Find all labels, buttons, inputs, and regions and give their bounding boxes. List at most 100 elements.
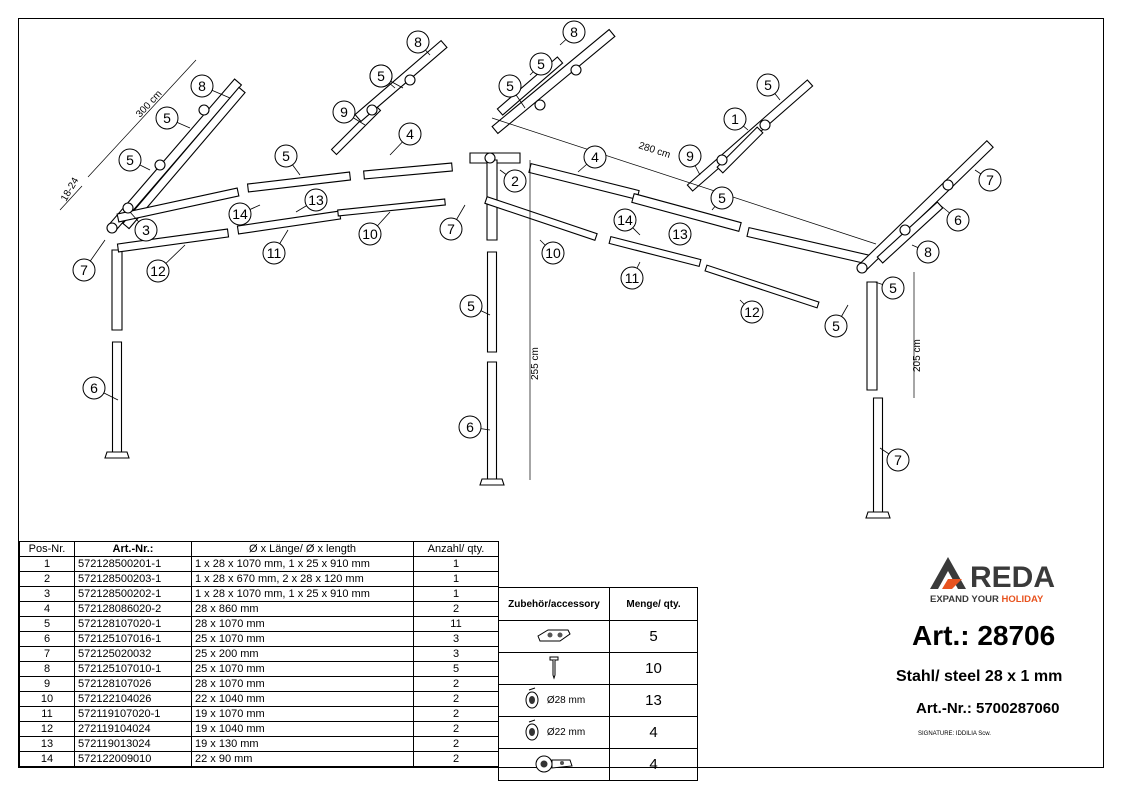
pole-tube (746, 226, 872, 266)
accessory-qty: 5 (609, 620, 698, 653)
callout-number: 6 (466, 419, 474, 435)
callout-number: 6 (90, 380, 98, 396)
accessory-cell: Ø28 mm (498, 684, 610, 717)
callout-number: 10 (362, 226, 378, 242)
accessory-cell (498, 748, 610, 781)
cell-pos: 13 (19, 736, 75, 752)
callout-number: 5 (467, 298, 475, 314)
cell-qty: 1 (413, 556, 499, 572)
callout-14: 14 (613, 208, 641, 236)
callout-number: 4 (406, 126, 414, 142)
callout-5: 6 (939, 204, 970, 232)
cell-article-no: 572128500203-1 (74, 571, 192, 587)
dimension-line (87, 59, 197, 178)
callout-number: 8 (414, 34, 422, 50)
pole-joint (759, 119, 771, 131)
callout-11: 11 (262, 229, 289, 265)
double-clamp-icon (532, 751, 576, 778)
pole-tube (716, 126, 764, 174)
pole-joint (404, 74, 416, 86)
callout-5: 5 (369, 64, 396, 89)
callout-number: 11 (267, 245, 282, 261)
screw-icon (544, 654, 564, 683)
cell-article-no: 572128500201-1 (74, 556, 192, 572)
callout-5: 5 (155, 106, 191, 130)
header-pos: Pos-Nr. (19, 541, 75, 557)
cell-pos: 1 (19, 556, 75, 572)
accessory-row: 5 (498, 620, 698, 653)
pole-clip-icon (523, 686, 541, 715)
callout-number: 2 (511, 173, 519, 189)
cell-article-no: 572125107010-1 (74, 661, 192, 677)
header-accessory: Zubehör/accessory (498, 587, 610, 621)
accessory-row: 4 (498, 748, 698, 781)
material-spec: Stahl/ steel 28 x 1 mm (896, 668, 1063, 685)
article-title: Art.: 28706 (912, 620, 1056, 651)
cell-pos: 8 (19, 661, 75, 677)
accessory-table-header: Zubehör/accessory Menge/ qty. (498, 587, 698, 621)
cell-article-no: 572119013024 (74, 736, 192, 752)
callout-number: 8 (570, 24, 578, 40)
cell-dimensions: 1 x 28 x 1070 mm, 1 x 25 x 910 mm (191, 586, 414, 602)
cell-qty: 1 (413, 571, 499, 587)
callout-number: 8 (924, 244, 932, 260)
cell-qty: 2 (413, 691, 499, 707)
dimension-label: 255 cm (530, 347, 541, 380)
callout-7: 7 (439, 204, 466, 241)
pole-tube (111, 249, 123, 331)
callout-number: 14 (617, 212, 633, 228)
callout-7: 7 (72, 239, 106, 282)
cell-pos: 11 (19, 706, 75, 722)
callout-6: 6 (458, 415, 491, 439)
callout-8: 8 (406, 30, 431, 56)
cell-dimensions: 28 x 1070 mm (191, 676, 414, 692)
callout-number: 5 (718, 190, 726, 206)
callout-6: 6 (82, 376, 119, 401)
cell-pos: 3 (19, 586, 75, 602)
callout-5: 8 (911, 240, 940, 264)
accessory-row: 10 (498, 652, 698, 685)
callout-6: 7 (879, 447, 910, 472)
callout-5: 5 (498, 74, 526, 109)
pole-joint (899, 224, 911, 236)
pole-joint (856, 262, 868, 274)
callout-number: 10 (545, 245, 561, 261)
callout-number: 9 (340, 104, 348, 120)
callout-number: 7 (986, 172, 994, 188)
pole-joint (122, 202, 134, 214)
callout-5: 5 (459, 294, 491, 318)
cell-article-no: 272119104024 (74, 721, 192, 737)
callout-9: 9 (332, 100, 366, 126)
cell-dimensions: 25 x 1070 mm (191, 661, 414, 677)
cell-qty: 2 (413, 676, 499, 692)
callout-4: 4 (389, 122, 422, 156)
header-dimensions: Ø x Länge/ Ø x length (191, 541, 414, 557)
callout-13: 13 (668, 222, 692, 246)
callout-number: 5 (537, 56, 545, 72)
brand-tagline-accent: HOLIDAY (1001, 594, 1044, 605)
callout-number: 13 (308, 192, 324, 208)
callout-number: 5 (889, 280, 897, 296)
cell-qty: 3 (413, 646, 499, 662)
callout-3: 3 (129, 211, 158, 242)
cell-pos: 12 (19, 721, 75, 737)
parts-table: Pos-Nr. Art.-Nr.: Ø x Länge/ Ø x length … (19, 541, 499, 767)
callout-number: 14 (232, 206, 248, 222)
dimension-line (59, 185, 83, 211)
callout-number: 7 (894, 452, 902, 468)
accessory-cell (498, 620, 610, 653)
cell-qty: 2 (413, 706, 499, 722)
callout-number: 5 (377, 68, 385, 84)
cell-dimensions: 19 x 1040 mm (191, 721, 414, 737)
callout-number: 9 (686, 148, 694, 164)
cell-pos: 9 (19, 676, 75, 692)
accessory-label: Ø28 mm (546, 695, 586, 706)
callout-number: 5 (163, 110, 171, 126)
